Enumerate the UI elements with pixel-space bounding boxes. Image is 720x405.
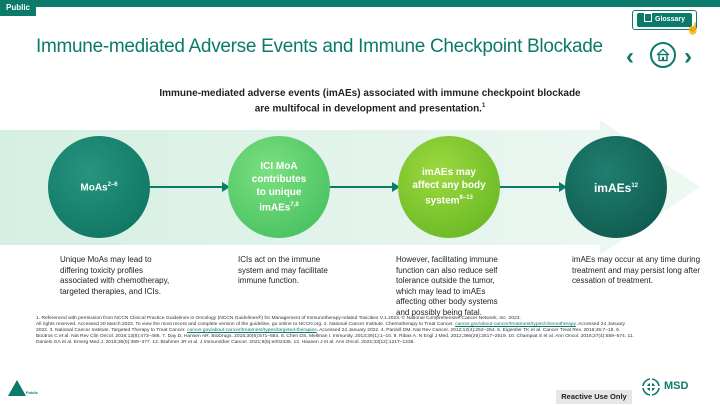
connector-arrowhead xyxy=(392,182,400,192)
reference-link-targeted-therapies[interactable]: cancer.gov/about-cancer/treatment/types/… xyxy=(186,328,317,334)
top-bar xyxy=(0,0,720,7)
circle-imaes: imAEs12 xyxy=(565,136,667,238)
references: 1. Referenced with permission from NCCN … xyxy=(36,316,634,346)
circle-ici-moa: ICI MoA contributes to unique imAEs7,8 xyxy=(228,136,330,238)
flow-connector-line xyxy=(150,186,590,188)
description-imaes: imAEs may occur at any time during treat… xyxy=(572,255,701,285)
circle-imaes-affect: imAEs may affect any body system9–13 xyxy=(398,136,500,238)
msd-logo-text: MSD xyxy=(664,380,689,392)
public-badge: Public xyxy=(8,380,38,400)
glossary-label: Glossary xyxy=(655,16,685,23)
pointer-hand-icon: ☝ xyxy=(686,23,700,35)
subtitle: Immune-mediated adverse events (imAEs) a… xyxy=(100,88,640,115)
description-imaes-affect: However, facilitating immune function ca… xyxy=(396,255,498,317)
connector-arrowhead xyxy=(222,182,230,192)
reactive-use-label: Reactive Use Only xyxy=(556,390,632,404)
circle-moas: MoAs2–6 xyxy=(48,136,150,238)
book-icon xyxy=(644,13,653,22)
description-moas: Unique MoAs may lead to differing toxici… xyxy=(60,255,170,296)
subtitle-sup: 1 xyxy=(481,103,486,109)
previous-arrow-icon[interactable]: ‹ xyxy=(626,43,634,70)
home-icon xyxy=(656,48,670,62)
reference-link-chemotherapy[interactable]: cancer.gov/about-cancer/treatment/types/… xyxy=(455,322,576,328)
msd-logo-icon xyxy=(642,378,660,396)
subtitle-line-1: Immune-mediated adverse events (imAEs) a… xyxy=(159,88,581,99)
connector-arrowhead xyxy=(559,182,567,192)
page-title: Immune-mediated Adverse Events and Immun… xyxy=(36,36,603,57)
glossary-button[interactable]: Glossary xyxy=(632,10,697,30)
next-arrow-icon[interactable]: › xyxy=(684,43,692,70)
home-button[interactable] xyxy=(650,42,676,68)
subtitle-line-2: are multifocal in development and presen… xyxy=(254,103,482,115)
public-triangle-icon xyxy=(8,380,26,396)
description-ici-moa: ICIs act on the immune system and may fa… xyxy=(238,255,328,285)
public-tag: Public xyxy=(0,0,37,16)
